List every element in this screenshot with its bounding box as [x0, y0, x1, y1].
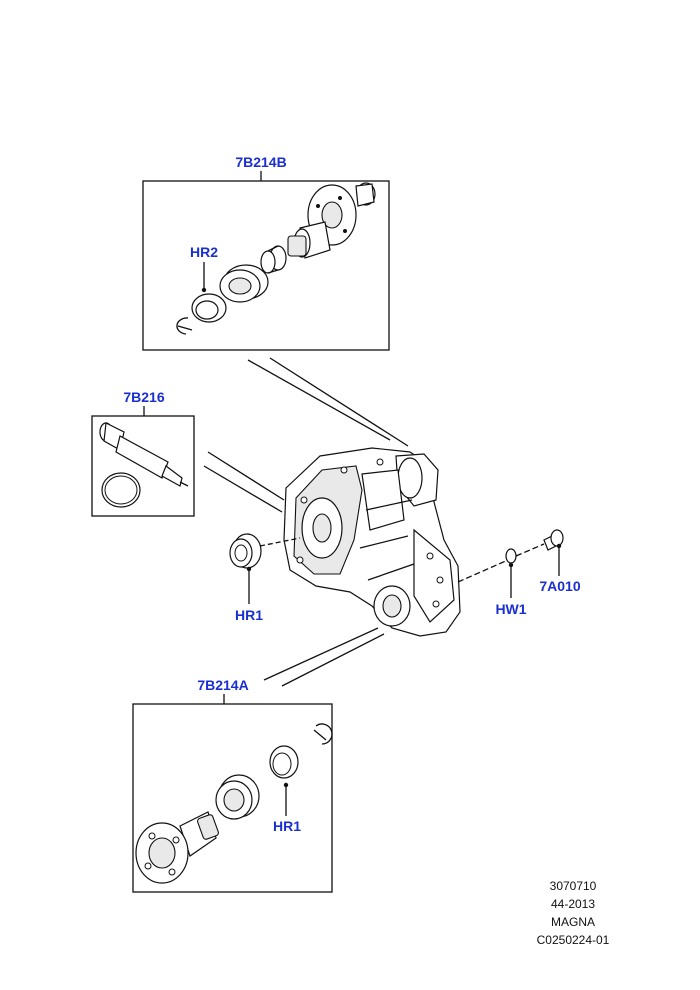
footer-line-3: MAGNA	[550, 915, 595, 929]
bottom-kit-group: 7B214A HR1	[132, 677, 333, 893]
sealant-kit-group: 7B216	[91, 389, 195, 517]
bottom-seal-drawing	[269, 745, 299, 779]
left-seal-drawing	[229, 533, 262, 569]
footer-line-4: C0250224-01	[536, 933, 610, 947]
bottom-seal-label: HR1	[273, 818, 301, 834]
footer-line-1: 3070710	[549, 879, 597, 893]
bottom-kit-label: 7B214A	[197, 677, 248, 693]
bolt-label: 7A010	[539, 578, 580, 594]
footer-line-2: 44-2013	[550, 897, 596, 911]
bottom-circlip-drawing	[315, 723, 333, 745]
bottom-kit-box	[132, 703, 333, 893]
sealant-kit-box	[91, 415, 195, 517]
washer-drawing	[505, 548, 517, 564]
washer-label: HW1	[495, 601, 526, 617]
top-kit-label: 7B214B	[235, 154, 286, 170]
top-seal-label: HR2	[190, 244, 218, 260]
top-bearing-drawing	[219, 264, 269, 303]
top-flange-shaft-drawing	[287, 182, 376, 259]
top-kit-group: 7B214B	[142, 154, 390, 351]
o-ring-drawing	[101, 472, 141, 508]
left-seal-label: HR1	[235, 607, 263, 623]
sealant-tube-drawing	[99, 422, 189, 487]
top-seal-drawing	[191, 293, 227, 323]
sealant-kit-label: 7B216	[123, 389, 164, 405]
top-circlip-drawing	[176, 317, 189, 335]
bottom-bearing-drawing	[215, 774, 260, 820]
bottom-flange-shaft-drawing	[135, 811, 219, 884]
bolt-drawing	[543, 529, 564, 551]
transfer-case-drawing	[283, 447, 461, 637]
top-needle-bearing-drawing	[260, 245, 287, 274]
top-kit-box	[142, 180, 390, 351]
